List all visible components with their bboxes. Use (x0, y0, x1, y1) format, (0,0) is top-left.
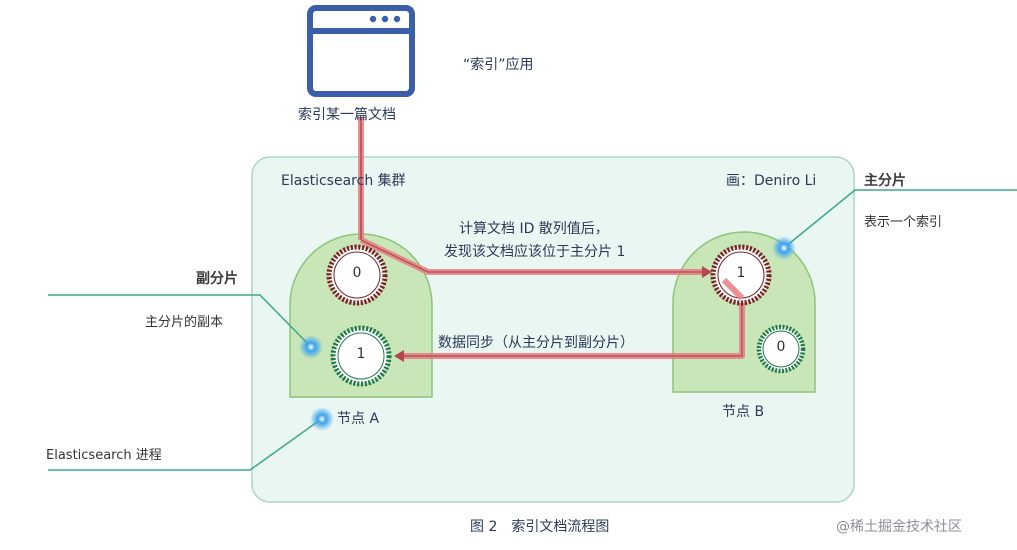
flow-arrow-sync-exit (721, 277, 745, 301)
watermark: @稀土掘金技术社区 (836, 519, 962, 535)
node-b-label: 节点 B (722, 404, 765, 420)
shard-primary-a (326, 244, 388, 306)
app-label: “索引”应用 (463, 57, 534, 73)
step-hash-line1: 计算文档 ID 散列值后， (459, 221, 609, 237)
dot-primary (772, 236, 796, 260)
step-hash-line2: 发现该文档应该位于主分片 1 (444, 244, 626, 260)
callout-primary-title: 主分片 (864, 173, 906, 189)
callout-line-replica (48, 294, 312, 348)
shard-primary-a-id: 0 (352, 265, 362, 281)
callout-line-primary (784, 189, 1017, 248)
figure-caption: 图 2 索引文档流程图 (470, 519, 610, 535)
shard-replica-a-id: 1 (356, 346, 366, 362)
callout-replica-title: 副分片 (196, 271, 238, 287)
shard-primary-b-id: 1 (736, 265, 746, 281)
shard-replica-b (756, 324, 806, 374)
cluster-box (251, 156, 855, 503)
flow-arrow-route (359, 237, 712, 278)
callout-process-label: Elasticsearch 进程 (46, 448, 162, 463)
step-sync: 数据同步（从主分片到副分片） (438, 335, 634, 351)
node-a-label: 节点 A (337, 411, 380, 427)
dot-process (310, 407, 334, 431)
author-credit: 画：Deniro Li (726, 173, 817, 189)
callout-primary-desc: 表示一个索引 (864, 215, 943, 230)
callout-replica-desc: 主分片的副本 (145, 315, 224, 330)
callout-line-process (48, 419, 321, 471)
cluster-title: Elasticsearch 集群 (281, 173, 406, 189)
shard-replica-b-id: 0 (776, 339, 786, 355)
app-window-icon (307, 5, 415, 97)
app-action-label: 索引某一篇文档 (298, 107, 396, 123)
dot-replica (299, 335, 323, 359)
shard-replica-a (330, 325, 392, 387)
